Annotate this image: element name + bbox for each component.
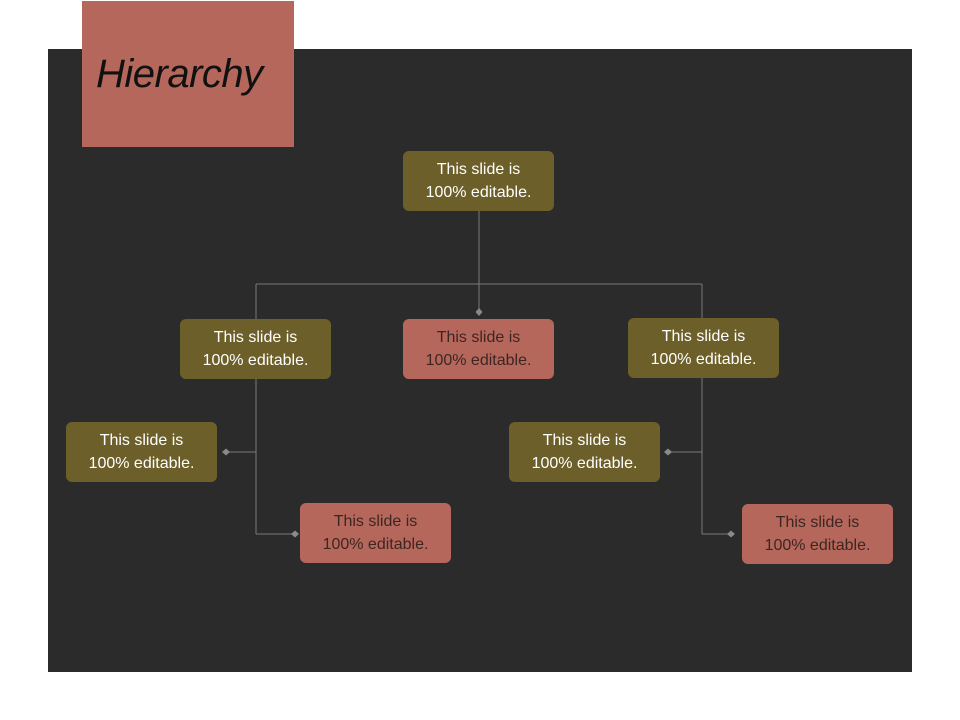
slide-title: Hierarchy: [96, 52, 263, 96]
connector-arrowhead-left-child-2: [291, 530, 299, 538]
connector-arrowhead-right-child-1: [664, 448, 672, 456]
connector-arrowhead-left-child-1: [222, 448, 230, 456]
connector-arrowhead-center: [475, 308, 483, 316]
title-box: [82, 1, 294, 147]
connector-arrowhead-right-child-2: [727, 530, 735, 538]
